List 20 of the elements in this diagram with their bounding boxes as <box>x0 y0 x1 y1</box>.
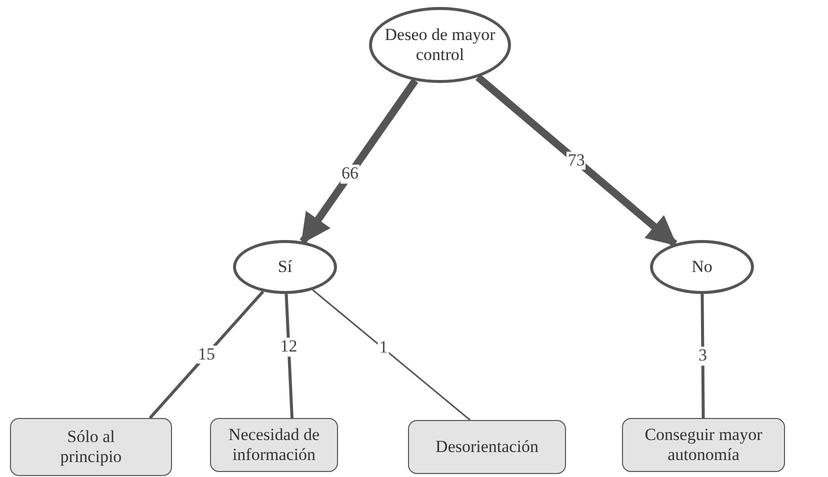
node-text: Sí <box>278 256 292 278</box>
rounded-box <box>408 420 566 474</box>
edge-label: 3 <box>698 346 708 366</box>
node-text: Necesidad de información <box>227 424 321 466</box>
node-text: Conseguir mayor autonomía <box>644 424 764 466</box>
connector-line <box>284 294 294 418</box>
rounded-box <box>622 418 785 472</box>
node-text: Desorientación <box>436 436 538 458</box>
rounded-box <box>10 418 172 476</box>
connector-line <box>700 294 705 418</box>
rounded-box <box>210 418 338 472</box>
node-text: Sólo al principio <box>59 426 123 468</box>
node-text: No <box>692 256 712 278</box>
edge-label: 73 <box>566 151 586 170</box>
edge-label: 66 <box>340 164 360 184</box>
edge-label: 15 <box>197 345 216 364</box>
connector-line <box>312 289 470 421</box>
arrow <box>476 74 678 247</box>
node-text: Deseo de mayor control <box>384 24 496 66</box>
edge-label: 12 <box>279 338 298 357</box>
